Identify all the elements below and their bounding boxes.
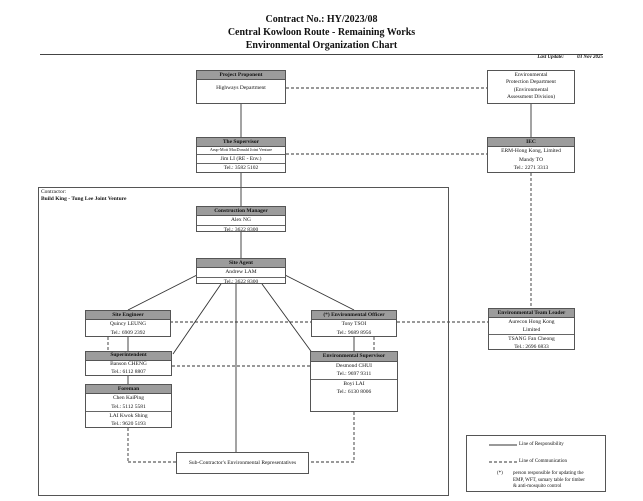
legend-star-desc-1: person responsible for updating the	[513, 471, 584, 476]
site-engineer-title: Site Engineer	[86, 311, 170, 321]
iec-box: IEC ERM-Hong Kong, Limited Mandy TO Tel.…	[487, 137, 575, 173]
line-sa-se	[127, 274, 198, 311]
supervisor-org: Arup-Mott MacDonald Joint Venture	[209, 147, 273, 153]
last-update: Last Update: 03 Nov 2025	[537, 55, 603, 60]
contractor-caption: Contractor:	[41, 189, 67, 195]
es-tel-2: Tel.: 6130 8006	[336, 389, 372, 395]
site-agent-tel: Tel.: 3622 8300	[197, 276, 285, 286]
epd-line-1: Environmental	[514, 72, 548, 78]
es-tel-1: Tel.: 9697 9311	[336, 371, 372, 377]
supervisor-title: The Supervisor	[197, 138, 285, 148]
environmental-officer-person: Tony TSOI	[341, 321, 367, 328]
iec-title: IEC	[488, 138, 574, 148]
foreman-person-2: LAI Kwok Shing	[86, 410, 171, 420]
etl-tel: Tel.: 2696 6833	[514, 344, 549, 350]
environmental-officer-title: (*) Environmental Officer	[312, 311, 396, 321]
legend-communication: Line of Communication	[519, 459, 568, 464]
epd-line-4: Assessment Division)	[506, 94, 556, 101]
site-engineer-box: Site Engineer Quincy LEUNG Tel.: 6909 23…	[85, 310, 171, 337]
site-agent-person: Andrew LAM	[225, 269, 257, 276]
legend-star: (*)	[497, 471, 503, 476]
line-sa-superintendent	[172, 283, 222, 355]
supervisor-person: Jim LI (RE - Env.)	[197, 154, 285, 163]
contract-number: Contract No.: HY/2023/08	[265, 14, 378, 25]
supervisor-box: The Supervisor Arup-Mott MacDonald Joint…	[196, 137, 286, 173]
superintendent-tel: Tel.: 6112 8807	[111, 368, 146, 375]
sub-contractor-box: Sub-Contractor's Environmental Represent…	[176, 452, 309, 474]
superintendent-box: Superintendent Banson CHENG Tel.: 6112 8…	[85, 351, 172, 376]
contractor-frame	[38, 187, 449, 496]
epd-line-3: (Environmental	[513, 86, 549, 93]
contractor-label: Contractor: Build King - Tung Lee Joint …	[41, 189, 126, 203]
site-agent-title: Site Agent	[197, 259, 285, 269]
etl-org-2: Limited	[522, 327, 541, 333]
supervisor-tel: Tel.: 3582 5102	[197, 163, 285, 172]
legend-box: Line of Responsibility Line of Communica…	[466, 435, 606, 492]
foreman-title: Foreman	[86, 385, 171, 395]
etl-person: TSANG Fan Cheong	[489, 334, 574, 343]
environmental-officer-box: (*) Environmental Officer Tony TSOI Tel.…	[311, 310, 397, 337]
es-person-1: Desmond CHUI	[336, 362, 372, 369]
last-update-label: Last Update:	[537, 55, 564, 60]
es-title: Environmental Supervisor	[311, 352, 397, 362]
environmental-supervisor-box: Environmental Supervisor Desmond CHUI Te…	[310, 351, 398, 412]
foreman-box: Foreman Chen KaiPing Tel.: 5112 5581 LAI…	[85, 384, 172, 428]
line-sa-es	[261, 283, 314, 355]
legend-lines	[489, 444, 517, 463]
environmental-team-leader-box: Environmental Team Leader Aurecon Hong K…	[488, 308, 575, 350]
line-sa-eo	[284, 274, 355, 311]
last-update-date: 03 Nov 2025	[577, 55, 603, 60]
site-engineer-person: Quincy LEUNG	[109, 321, 147, 328]
project-proponent-name: Highways Department	[216, 85, 266, 92]
es-person-2: Boyi LAI	[311, 378, 397, 389]
foreman-tel-2: Tel.: 9620 5193	[111, 421, 146, 428]
legend-responsibility: Line of Responsibility	[519, 442, 564, 447]
iec-org: ERM-Hong Kong, Limited	[501, 148, 561, 155]
foreman-tel-1: Tel.: 5112 5581	[111, 403, 146, 410]
legend-star-desc-3: & anti-mosquito control	[513, 484, 562, 489]
epd-line-2: Protection Department	[506, 79, 556, 86]
sub-contractor-name: Sub-Contractor's Environmental Represent…	[188, 460, 297, 466]
iec-tel: Tel.: 2271 3313	[513, 165, 549, 172]
contractor-name-text: Build King - Tung Lee Joint Venture	[41, 196, 127, 202]
title-rule	[40, 54, 603, 55]
iec-person: Mandy TO	[518, 156, 544, 163]
foreman-person-1: Chen KaiPing	[112, 395, 144, 402]
construction-manager-tel: Tel.: 3622 8300	[197, 224, 285, 234]
superintendent-person: Banson CHENG	[110, 360, 147, 367]
construction-manager-title: Construction Manager	[197, 207, 285, 217]
environmental-officer-tel: Tel.: 9689 8956	[336, 329, 372, 336]
chart-title: Environmental Organization Chart	[245, 40, 398, 51]
site-agent-box: Site Agent Andrew LAM Tel.: 3622 8300	[196, 258, 286, 286]
construction-manager-box: Construction Manager Alex NG Tel.: 3622 …	[196, 206, 286, 234]
etl-title: Environmental Team Leader	[489, 309, 574, 318]
superintendent-title: Superintendent	[86, 352, 171, 361]
construction-manager-person: Alex NG	[230, 217, 251, 224]
project-proponent-title: Project Proponent	[197, 71, 285, 81]
site-engineer-tel: Tel.: 6909 2392	[110, 329, 146, 336]
epd-box: Environmental Protection Department (Env…	[487, 70, 575, 104]
etl-org-1: Aurecon Hong Kong	[508, 319, 555, 325]
contractor-name: Build King - Tung Lee Joint Venture	[41, 196, 126, 203]
legend-star-desc-2: EMP, WFT, sumary table for timber	[513, 477, 585, 483]
project-name: Central Kowloon Route - Remaining Works	[227, 27, 416, 38]
project-proponent-box: Project Proponent Highways Department	[196, 70, 286, 104]
